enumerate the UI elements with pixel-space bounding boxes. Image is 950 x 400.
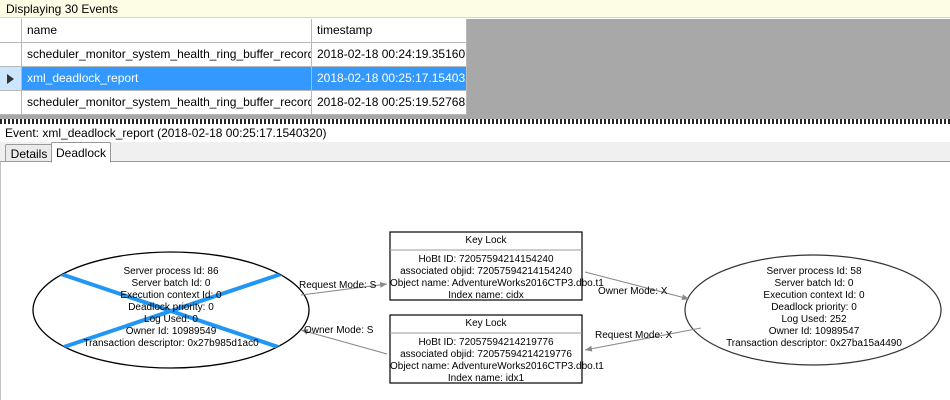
edge-label-right-request-bottom: Request Mode: X xyxy=(595,330,673,341)
edge-top-owner-right xyxy=(584,271,690,301)
cell-name[interactable]: scheduler_monitor_system_health_ring_buf… xyxy=(22,91,312,115)
process-left-line-4: Log Used: 0 xyxy=(144,314,198,325)
event-detail-header: Event: xml_deadlock_report (2018-02-18 0… xyxy=(0,124,950,142)
edge-label-left-request-top: Request Mode: S xyxy=(299,280,377,291)
resource-bottom-line-1: associated objid: 72057594214219776 xyxy=(400,349,572,360)
process-right-line-3: Deadlock priority: 0 xyxy=(771,302,857,313)
edge-label-top-owner-right: Owner Mode: X xyxy=(598,286,668,297)
resource-bottom-details: HoBt ID: 72057594214219776 associated ob… xyxy=(390,337,604,385)
edge-left-request-top xyxy=(300,281,388,296)
process-right-line-6: Transaction descriptor: 0x27ba15a4490 xyxy=(726,338,902,349)
resource-top-line-0: HoBt ID: 72057594214154240 xyxy=(418,254,554,265)
process-right-details: Server process Id: 58 Server batch Id: 0… xyxy=(685,266,943,350)
resource-node-top xyxy=(389,231,583,301)
resource-node-bottom xyxy=(389,314,583,384)
row-selector[interactable] xyxy=(0,91,22,115)
row-header-corner xyxy=(0,19,22,43)
tab-details[interactable]: Details xyxy=(5,144,53,162)
cell-name[interactable]: xml_deadlock_report xyxy=(22,67,312,91)
events-count-banner: Displaying 30 Events xyxy=(0,0,950,18)
cell-timestamp[interactable]: 2018-02-18 00:25:17.1540320 xyxy=(312,67,467,91)
process-right-line-0: Server process Id: 58 xyxy=(766,266,862,277)
process-left-line-2: Execution context Id: 0 xyxy=(120,290,222,301)
process-left-line-6: Transaction descriptor: 0x27b985d1ac0 xyxy=(83,338,259,349)
process-right-line-2: Execution context Id: 0 xyxy=(763,290,865,301)
process-node-right xyxy=(684,254,942,366)
resource-top-title: Key Lock xyxy=(465,235,507,246)
deadlock-graph-svg xyxy=(32,231,942,384)
deadlock-graph-canvas[interactable]: Server process Id: 86 Server batch Id: 0… xyxy=(0,162,950,400)
row-selector-current[interactable] xyxy=(0,67,22,91)
process-left-details: Server process Id: 86 Server batch Id: 0… xyxy=(41,266,301,350)
process-left-line-3: Deadlock priority: 0 xyxy=(128,302,214,313)
current-row-arrow-icon xyxy=(7,74,14,84)
edge-right-request-bottom xyxy=(584,327,702,352)
column-header-name[interactable]: name xyxy=(22,19,312,43)
process-left-line-5: Owner Id: 10989549 xyxy=(125,326,217,337)
edge-label-bottom-owner-left: Owner Mode: S xyxy=(304,325,374,336)
event-detail-title: Event: xml_deadlock_report (2018-02-18 0… xyxy=(5,126,327,140)
resource-bottom-line-3: Index name: idx1 xyxy=(447,373,525,384)
cell-timestamp[interactable]: 2018-02-18 00:24:19.3516078 xyxy=(312,43,467,67)
column-header-timestamp[interactable]: timestamp xyxy=(312,19,467,43)
process-right-line-4: Log Used: 252 xyxy=(781,314,847,325)
horizontal-splitter[interactable] xyxy=(0,119,950,124)
events-count-label: Displaying 30 Events xyxy=(6,2,119,16)
resource-bottom-line-0: HoBt ID: 72057594214219776 xyxy=(418,337,554,348)
process-right-line-1: Server batch Id: 0 xyxy=(774,278,854,289)
events-grid[interactable]: name timestamp scheduler_monitor_system_… xyxy=(0,19,950,119)
process-left-line-0: Server process Id: 86 xyxy=(123,266,219,277)
row-selector[interactable] xyxy=(0,43,22,67)
edge-bottom-owner-left xyxy=(300,328,388,355)
detail-tabstrip: Details Deadlock xyxy=(0,142,950,163)
cell-timestamp[interactable]: 2018-02-18 00:25:19.5276859 xyxy=(312,91,467,115)
resource-top-line-1: associated objid: 72057594214154240 xyxy=(400,266,572,277)
resource-top-details: HoBt ID: 72057594214154240 associated ob… xyxy=(390,254,604,302)
resource-top-line-3: Index name: cidx xyxy=(448,290,524,301)
resource-top-line-2: Object name: AdventureWorks2016CTP3.dbo.… xyxy=(390,278,604,289)
resource-bottom-title: Key Lock xyxy=(465,318,507,329)
resource-bottom-line-2: Object name: AdventureWorks2016CTP3.dbo.… xyxy=(390,361,604,372)
tab-deadlock[interactable]: Deadlock xyxy=(51,142,111,163)
cell-name[interactable]: scheduler_monitor_system_health_ring_buf… xyxy=(22,43,312,67)
process-left-line-1: Server batch Id: 0 xyxy=(131,278,211,289)
victim-cross-icon xyxy=(42,266,300,356)
process-right-line-5: Owner Id: 10989547 xyxy=(768,326,860,337)
